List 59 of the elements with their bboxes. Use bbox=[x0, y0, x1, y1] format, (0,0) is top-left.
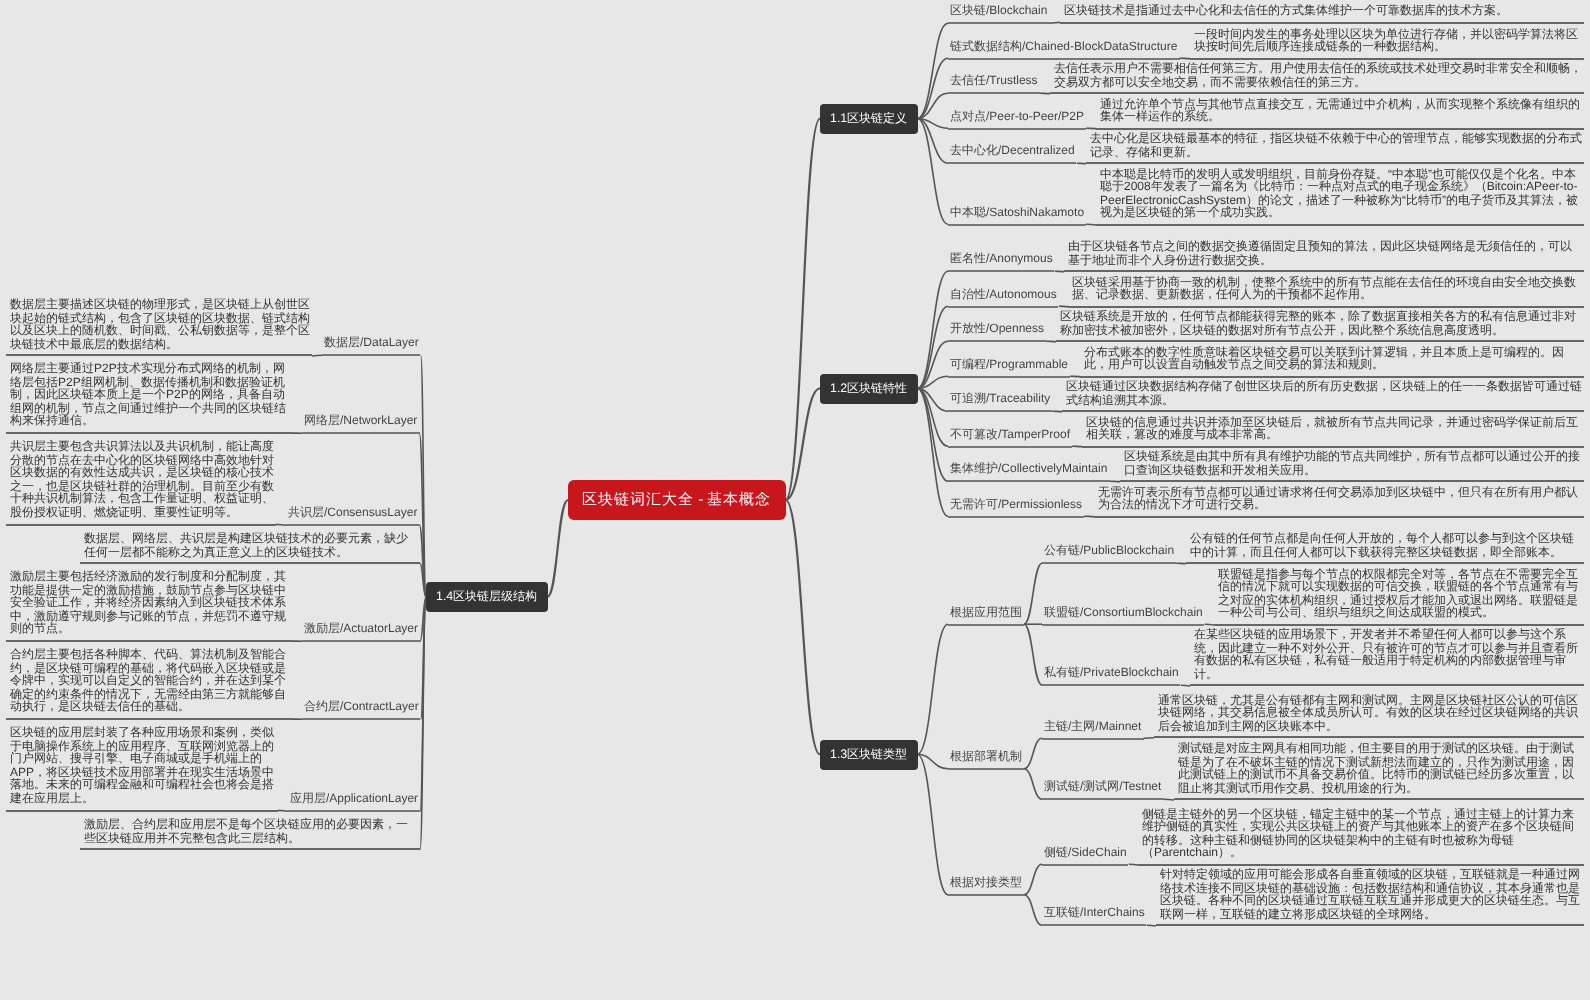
connector-line bbox=[1085, 223, 1097, 226]
connector-line bbox=[1069, 375, 1081, 378]
connector-line bbox=[916, 623, 949, 756]
connector-line bbox=[916, 387, 949, 447]
connector-line bbox=[1023, 893, 1043, 926]
connector-line bbox=[1179, 684, 1191, 687]
connector-line bbox=[1127, 863, 1139, 866]
connector-line bbox=[1108, 480, 1121, 483]
connector-line bbox=[291, 432, 303, 434]
connector-line bbox=[419, 596, 427, 642]
connector-line bbox=[419, 596, 427, 720]
connector-line bbox=[784, 118, 821, 501]
connector-line bbox=[916, 753, 949, 896]
connector-line bbox=[1057, 305, 1069, 308]
connector-line bbox=[784, 387, 821, 501]
connector-line bbox=[916, 375, 949, 390]
connector-line bbox=[419, 562, 427, 598]
connector-line bbox=[1048, 21, 1061, 24]
connector-line bbox=[1023, 767, 1043, 800]
connector-line bbox=[1085, 127, 1097, 130]
connector-line bbox=[1023, 562, 1043, 625]
connector-line bbox=[916, 387, 949, 412]
connector-line bbox=[916, 57, 949, 120]
connector-line bbox=[1045, 340, 1057, 343]
connector-line bbox=[275, 523, 287, 526]
connector-line bbox=[1038, 92, 1051, 95]
connector-line bbox=[1023, 623, 1043, 686]
connector-line bbox=[916, 305, 949, 390]
connector-line bbox=[916, 270, 949, 390]
connector-line bbox=[1071, 445, 1083, 448]
connector-line bbox=[1178, 57, 1191, 60]
connector-line bbox=[1053, 270, 1065, 273]
connector-line bbox=[1162, 798, 1175, 801]
connector-line bbox=[916, 117, 949, 225]
connector-line bbox=[291, 640, 303, 642]
connector-line bbox=[916, 92, 949, 120]
connector-line bbox=[1023, 623, 1043, 625]
connector-line bbox=[916, 387, 949, 517]
connector-line bbox=[784, 499, 821, 755]
connector-line bbox=[916, 117, 949, 164]
connector-line bbox=[1203, 623, 1215, 626]
connector-line bbox=[311, 354, 323, 357]
connector-line bbox=[916, 22, 949, 120]
connector-line bbox=[916, 387, 949, 482]
connector-line bbox=[1075, 162, 1087, 165]
connector-line bbox=[916, 117, 949, 129]
connector-line bbox=[1175, 562, 1187, 565]
connector-line bbox=[277, 809, 289, 812]
connector-line bbox=[1023, 737, 1043, 770]
connector-line bbox=[916, 340, 949, 390]
connector-line bbox=[418, 524, 427, 598]
connector-line bbox=[1083, 515, 1095, 518]
connector-line bbox=[916, 753, 949, 770]
connector-line bbox=[1145, 924, 1157, 927]
connector-line bbox=[1051, 410, 1063, 413]
connector-line bbox=[1023, 863, 1043, 896]
connector-line bbox=[1142, 736, 1155, 739]
connector-line bbox=[291, 718, 303, 720]
connector-line bbox=[546, 499, 569, 598]
